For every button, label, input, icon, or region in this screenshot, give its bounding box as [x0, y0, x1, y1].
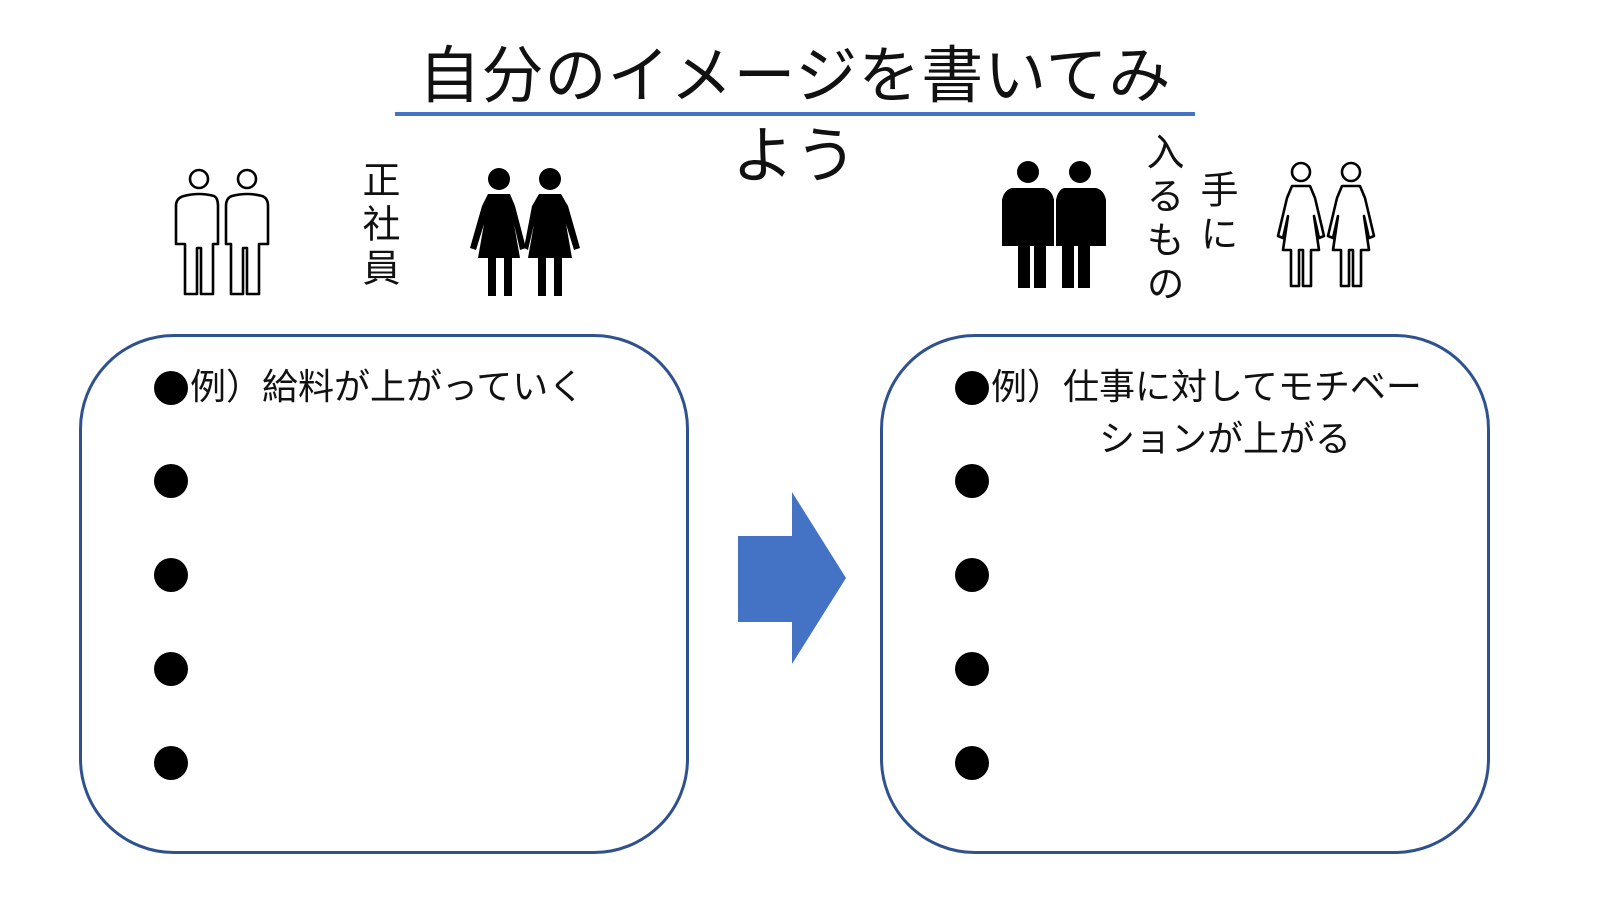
bullet-dot: [955, 371, 989, 405]
list-item[interactable]: [154, 558, 190, 592]
left-panel: 例）給料が上がっていく: [79, 334, 689, 854]
right-heading-part-1: 手に: [1194, 170, 1238, 258]
right-heading-part-2: 入るもの: [1140, 132, 1184, 308]
bullet-dot: [154, 464, 188, 498]
bullet-text: 例）仕事に対してモチベー ションが上がる: [991, 367, 1422, 460]
men-outline-pair-icon: [174, 168, 270, 296]
women-outline-pair-icon: [1276, 161, 1376, 288]
list-item[interactable]: 例）給料が上がっていく: [154, 367, 584, 414]
list-item[interactable]: [955, 558, 991, 592]
list-item[interactable]: [154, 652, 190, 686]
list-item[interactable]: [955, 652, 991, 686]
bullet-text: 例）給料が上がっていく: [190, 367, 585, 408]
men-filled-pair-icon: [1002, 161, 1106, 288]
list-item[interactable]: [955, 464, 991, 498]
women-filled-pair-icon: [470, 168, 580, 296]
bullet-dot: [154, 558, 188, 592]
bullet-dot: [955, 558, 989, 592]
bullet-dot: [154, 652, 188, 686]
bullet-dot: [154, 371, 188, 405]
title-text: 自分のイメージを書いてみよう: [418, 39, 1172, 192]
right-arrow-icon: [738, 492, 846, 664]
title-underline: [395, 112, 1195, 116]
list-item[interactable]: [955, 746, 991, 780]
bullet-dot: [955, 464, 989, 498]
list-item[interactable]: [154, 746, 190, 780]
right-panel: 例）仕事に対してモチベー ションが上がる: [880, 334, 1490, 854]
bullet-dot: [955, 652, 989, 686]
bullet-dot: [955, 746, 989, 780]
bullet-dot: [154, 746, 188, 780]
list-item[interactable]: [154, 464, 190, 498]
left-heading: 正社員: [356, 160, 400, 292]
list-item[interactable]: 例）仕事に対してモチベー ションが上がる: [955, 367, 1422, 466]
